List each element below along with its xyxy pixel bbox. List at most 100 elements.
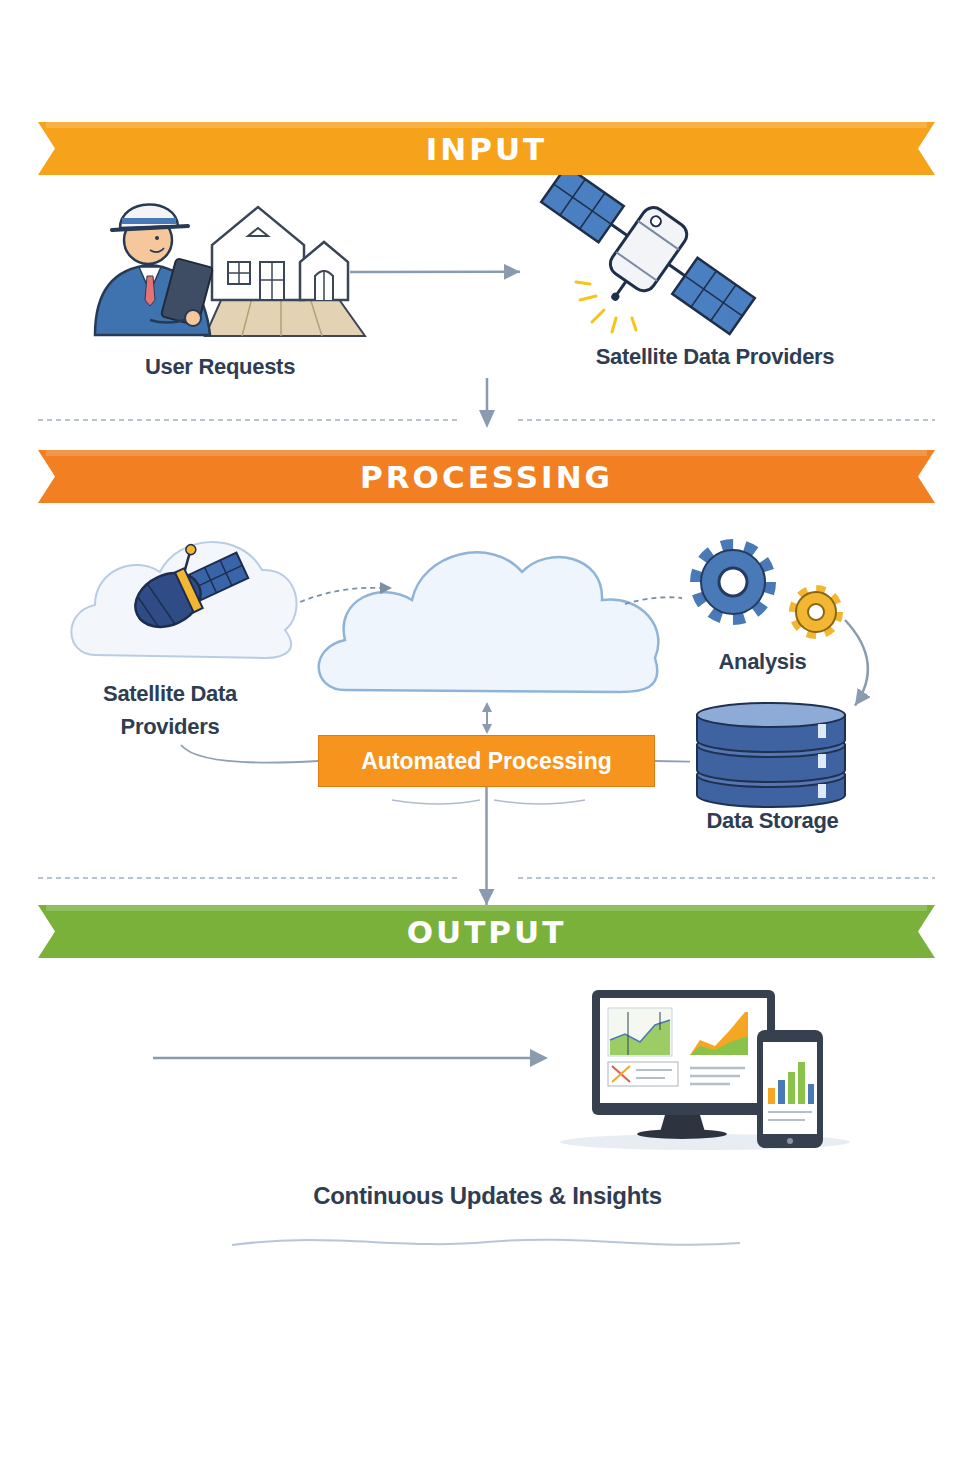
farmer-illustration [228, 272, 250, 274]
satellite-illustration [612, 318, 616, 332]
icon-node: Continuous Updates & Insights [200, 975, 775, 1220]
section-divider [38, 420, 935, 878]
devices-icon [636, 1077, 665, 1079]
process-box: Automated Processing [318, 735, 655, 787]
farmer-illustration [150, 248, 164, 252]
satellite-illustration [617, 281, 626, 294]
gears-icon [808, 604, 824, 620]
gears-icon [697, 546, 769, 618]
satellite-illustration [580, 296, 596, 300]
cloud-shape [319, 552, 659, 692]
database-icon [697, 703, 845, 727]
section-divider [518, 877, 935, 878]
farmer-illustration [212, 207, 304, 300]
flow-arrow [479, 378, 495, 428]
devices-icon [788, 1072, 795, 1104]
band-title: INPUT [426, 131, 548, 167]
devices-icon [608, 1062, 678, 1086]
devices-icon [612, 1066, 630, 1082]
devices-icon [757, 1030, 823, 1148]
cloud-satellite-illustration [195, 565, 242, 587]
icon-node: Analysis [680, 530, 845, 680]
devices-icon [592, 990, 775, 1115]
band-title: OUTPUT [407, 914, 567, 950]
database-icon [818, 784, 826, 798]
section-divider [518, 419, 935, 420]
ribbon-highlight [46, 905, 927, 911]
output-arrow [530, 1049, 548, 1067]
cloud-satellite-illustration [127, 563, 210, 637]
connector-arrow [845, 620, 868, 706]
farmer-illustration [300, 242, 348, 300]
cloud-satellite-illustration [120, 528, 253, 637]
devices-icon [690, 1083, 730, 1086]
band-title: PROCESSING [360, 459, 613, 495]
satellite-illustration [592, 310, 604, 322]
ribbon-highlight [46, 122, 927, 128]
double-arrow [482, 702, 492, 734]
farmer-illustration [242, 298, 252, 336]
ribbon-fill [38, 905, 935, 958]
devices-icon [808, 1084, 814, 1104]
ribbon-highlight [46, 450, 927, 456]
satellite-illustration [606, 203, 692, 296]
section-band: PROCESSING [38, 450, 935, 503]
satellite-illustration [554, 184, 611, 224]
decor-lines [494, 800, 585, 804]
section-divider [38, 877, 458, 878]
connector-arrow [485, 787, 488, 905]
database-icon [697, 703, 845, 807]
cloud-satellite-illustration [175, 568, 203, 612]
farmer-illustration [120, 204, 178, 228]
dashed-flow [300, 582, 682, 604]
satellite-illustration [576, 282, 636, 332]
farmer-illustration [323, 270, 325, 300]
satellite-illustration [649, 214, 663, 228]
icon-node: Data Storage [690, 700, 855, 840]
devices-icon [660, 1012, 661, 1030]
cloud-satellite-illustration [184, 543, 197, 556]
farmer-illustration [205, 298, 365, 336]
farmer-illustration [228, 262, 250, 284]
devices-icon [690, 1067, 745, 1070]
gears-icon [794, 590, 838, 634]
devices-icon [637, 1129, 727, 1139]
ribbon-fill [38, 450, 935, 503]
farmer-illustration [95, 204, 365, 336]
devices-icon [763, 1042, 817, 1134]
gears-icon [796, 592, 836, 632]
farmer-illustration [122, 218, 176, 224]
satellite-illustration [610, 291, 621, 302]
farmer-illustration [271, 262, 273, 300]
devices-icon [690, 1036, 748, 1055]
satellite-illustration [541, 166, 624, 242]
flow-arrow [486, 378, 489, 414]
devices-icon [778, 1080, 785, 1104]
devices-icon [768, 1088, 775, 1104]
farmer-illustration [112, 226, 188, 230]
connector-line [181, 745, 318, 763]
database-icon [818, 754, 826, 768]
node-label: Automated Processing [361, 748, 612, 775]
icon-node: Satellite Data Providers [520, 195, 910, 378]
double-arrow [482, 702, 492, 712]
connector-line [655, 760, 690, 762]
cloud-satellite-illustration [147, 580, 175, 627]
gears-icon [697, 546, 838, 634]
farmer-illustration [161, 258, 213, 326]
satellite-illustration [685, 276, 742, 316]
decor-lines [392, 800, 480, 804]
devices-icon [768, 1119, 805, 1121]
section-band: OUTPUT [38, 905, 935, 958]
dashed-flow [380, 582, 392, 594]
ribbon-fill [38, 122, 935, 175]
satellite-illustration [616, 252, 657, 281]
devices-icon [608, 1008, 672, 1056]
devices-icon [560, 990, 850, 1150]
section-band: INPUT [38, 122, 935, 175]
devices-icon [600, 998, 767, 1103]
dashed-flow [300, 588, 382, 602]
devices-icon [787, 1138, 793, 1144]
cloud-satellite-illustration [71, 528, 296, 658]
